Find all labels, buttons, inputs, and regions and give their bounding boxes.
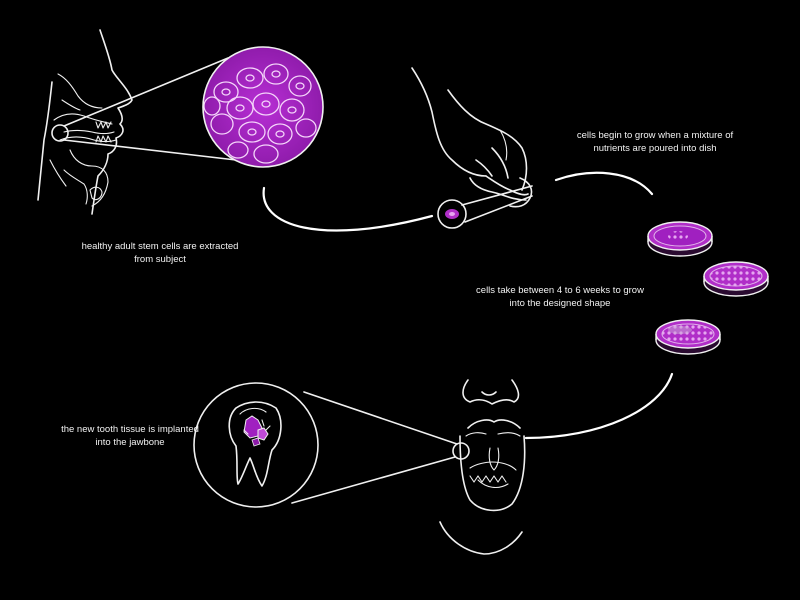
gloved-hand-icon xyxy=(411,67,533,208)
implant-step-caption: the new tooth tissue is implanted into t… xyxy=(61,424,199,448)
petri-dish-1-icon xyxy=(647,221,713,257)
head-profile-icon xyxy=(37,29,133,215)
growth-step-caption: cells take between 4 to 6 weeks to grow … xyxy=(476,285,644,309)
flow-curve-3 xyxy=(524,372,674,440)
mixture-step-caption: cells begin to grow when a mixture of nu… xyxy=(576,130,734,154)
tooth-zoom-circle-icon xyxy=(193,382,319,508)
cell-zoom-circle-icon xyxy=(202,46,324,168)
flow-curve-2 xyxy=(554,171,654,196)
zoom-lines-2 xyxy=(291,391,470,504)
zoom-lines-1 xyxy=(51,57,237,161)
open-mouth-face-icon xyxy=(439,379,526,555)
extract-step-caption: healthy adult stem cells are extracted f… xyxy=(81,241,239,265)
small-dish-zoom-icon xyxy=(437,185,533,229)
flow-curve-1 xyxy=(262,186,434,232)
petri-dish-2-icon xyxy=(703,261,769,297)
petri-dish-3-icon xyxy=(655,319,721,355)
